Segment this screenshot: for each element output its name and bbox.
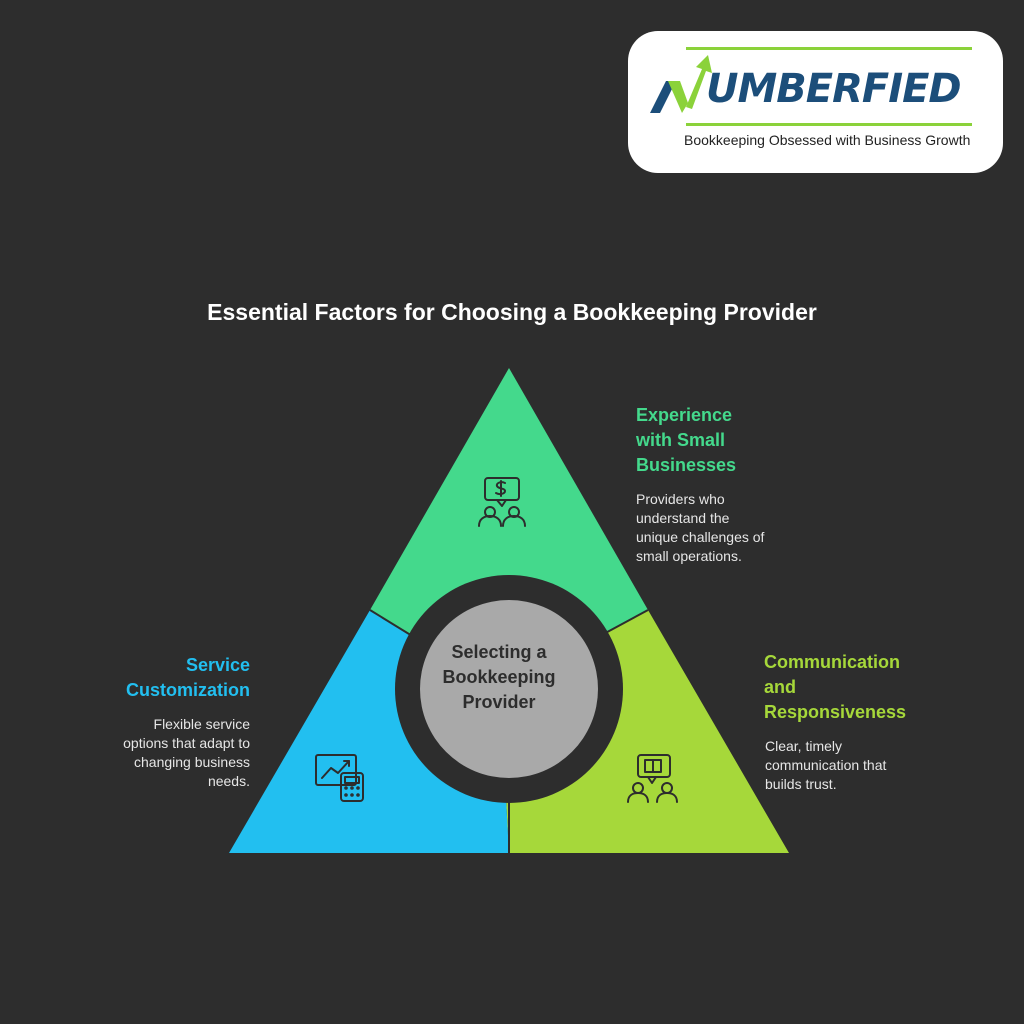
- center-label-line: Provider: [462, 692, 536, 712]
- page-title: Essential Factors for Choosing a Bookkee…: [207, 299, 817, 325]
- chart-calculator-icon: [315, 754, 364, 802]
- factor-title-experience: Experience with Small Businesses: [636, 405, 737, 475]
- logo-card: UMBERFIED Bookkeeping Obsessed with Busi…: [628, 31, 1003, 173]
- people-book-speech-icon: [627, 754, 678, 803]
- factor-title-customization: Service Customization: [126, 655, 250, 700]
- factor-desc-customization: Flexible service options that adapt to c…: [123, 716, 250, 789]
- factor-desc-experience: Providers who understand the unique chal…: [636, 491, 765, 564]
- logo-top-rule: [686, 47, 972, 50]
- center-label: Selecting a Bookkeeping Provider: [418, 640, 580, 715]
- factor-desc-communication: Clear, timely communication that builds …: [765, 738, 887, 792]
- factor-title-communication: Communication and Responsiveness: [764, 652, 907, 722]
- people-dollar-speech-icon: [478, 477, 526, 527]
- center-label-line: Selecting a: [451, 642, 547, 662]
- logo-bottom-rule: [686, 123, 972, 126]
- center-circle: [420, 600, 598, 778]
- logo-wordmark: UMBERFIED: [706, 66, 962, 112]
- logo-tagline: Bookkeeping Obsessed with Business Growt…: [684, 132, 971, 148]
- logo-n-arrow-icon: [650, 55, 712, 113]
- center-label-line: Bookkeeping: [442, 667, 556, 687]
